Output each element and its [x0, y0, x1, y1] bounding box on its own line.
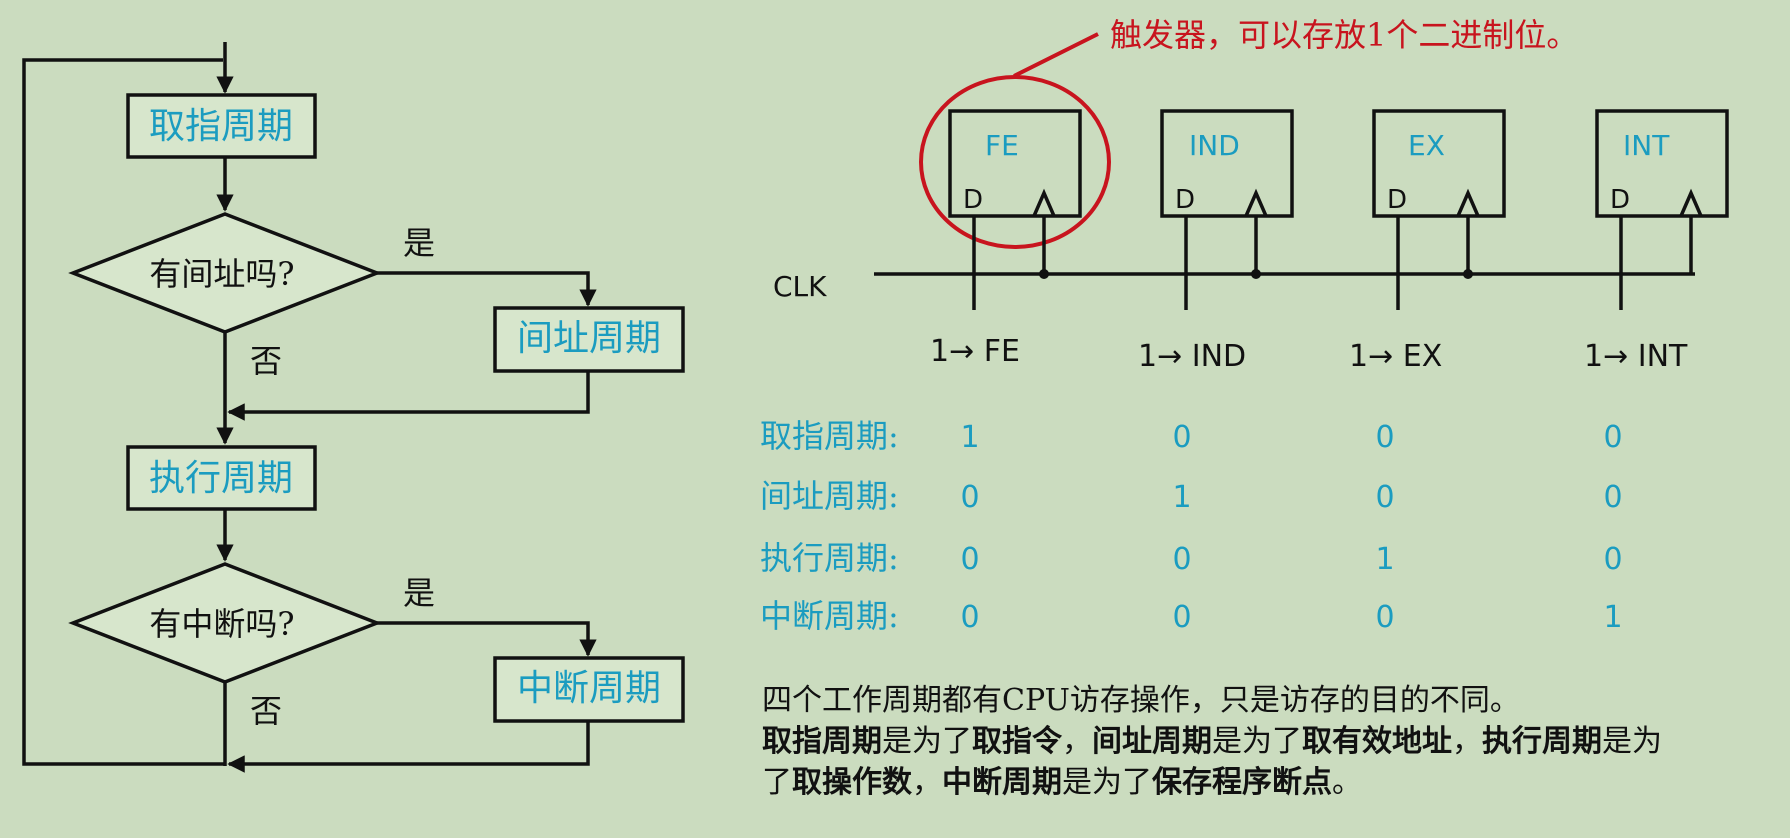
flipflop-ind-name: IND [1189, 129, 1240, 162]
indirect-return-arrow [227, 371, 590, 421]
set-label-int: 1→ INT [1584, 339, 1688, 374]
clk-label: CLK [773, 270, 827, 303]
note-emphasis: 中断周期 [942, 765, 1062, 800]
yes-branch-indirect [377, 271, 597, 307]
indirect-question: 有间址吗? [149, 255, 294, 293]
flipflop-ind: IND D [1160, 109, 1294, 310]
flipflop-fe-junction [1039, 269, 1049, 279]
set-label-fe: 1→ FE [930, 334, 1020, 369]
flipflop-ind-clock-triangle [1244, 188, 1268, 217]
note-emphasis: 取操作数 [792, 765, 912, 800]
flipflop-ex-clock-triangle [1456, 188, 1480, 217]
note-text: 是为了 [762, 724, 1662, 800]
note-text: ， [1062, 724, 1092, 759]
flipflop-int: INT D [1595, 109, 1729, 310]
flipflop-int-box [1595, 109, 1729, 218]
flipflop-int-d-input: D [1610, 185, 1630, 215]
note-emphasis: 取指周期 [762, 724, 882, 759]
no-label-interrupt: 否 [250, 692, 282, 730]
interrupt-cycle-label: 中断周期 [517, 668, 661, 709]
fetch-cycle-label: 取指周期 [149, 106, 293, 147]
flipflop-int-clock-triangle [1679, 188, 1703, 217]
note-text: ， [1452, 724, 1482, 759]
execute-cycle-box [126, 445, 317, 511]
set-label-ind: 1→ IND [1138, 339, 1246, 374]
flipflop-ex-d-input: D [1387, 185, 1407, 215]
state-cell: 0 [1172, 420, 1191, 455]
flipflop-ex-junction [1463, 269, 1473, 279]
flipflop-ind-box [1160, 109, 1294, 218]
state-cell: 0 [1603, 480, 1622, 515]
state-table: 取指周期: 1 0 0 0 间址周期: 0 1 0 0 执行周期: 0 0 1 … [760, 417, 1623, 635]
flowchart: 取指周期 有间址吗? 是 间址周期 否 执行周期 有中断吗? 是 中断周期 否 [22, 42, 685, 773]
interrupt-return-arrow [227, 721, 590, 773]
yes-branch-interrupt [377, 621, 597, 657]
note-line-1: 四个工作周期都有CPU访存操作，只是访存的目的不同。 [762, 683, 1520, 718]
state-row-indirect: 间址周期: 0 1 0 0 [760, 477, 1623, 515]
state-row-fetch: 取指周期: 1 0 0 0 [760, 417, 1623, 455]
flipflop-ind-d-input: D [1175, 185, 1195, 215]
indirect-cycle-label: 间址周期 [517, 318, 661, 359]
note-text: 。 [1332, 765, 1362, 800]
loop-back-connector [22, 58, 225, 766]
execute-cycle-label: 执行周期 [149, 458, 293, 499]
annotation-pointer [1013, 32, 1099, 78]
flipflop-fe-d-input: D [963, 185, 983, 215]
state-cell: 0 [1603, 420, 1622, 455]
flipflop-diagram: 触发器，可以存放1个二进制位。 CLK FE D IND D EX [773, 16, 1729, 374]
note-emphasis: 间址周期 [1092, 724, 1212, 759]
state-row-label: 执行周期: [760, 539, 899, 577]
note-emphasis: 取指令 [972, 724, 1062, 759]
state-cell: 1 [1375, 542, 1394, 577]
state-cell: 0 [960, 480, 979, 515]
flipflop-annotation: 触发器，可以存放1个二进制位。 [1110, 16, 1578, 54]
note-emphasis: 取有效地址 [1302, 724, 1452, 759]
note-text: 是为了 [1212, 724, 1302, 759]
state-row-label: 间址周期: [760, 477, 899, 515]
flipflop-ex: EX D [1372, 109, 1506, 310]
flipflop-ex-box [1372, 109, 1506, 218]
interrupt-question: 有中断吗? [149, 605, 294, 643]
set-label-ex: 1→ EX [1349, 339, 1442, 374]
state-cell: 0 [960, 542, 979, 577]
flipflop-int-name: INT [1623, 129, 1670, 162]
fetch-cycle-box [126, 93, 317, 159]
note-text: 是为了 [882, 724, 972, 759]
note-line-2: 取指周期是为了取指令，间址周期是为了取有效地址，执行周期是为了取操作数，中断周期… [762, 721, 1662, 803]
yes-label-interrupt: 是 [403, 574, 435, 612]
note-emphasis: 执行周期 [1482, 724, 1602, 759]
interrupt-cycle-box [493, 656, 685, 723]
state-cell: 0 [960, 600, 979, 635]
flipflop-fe-box [948, 109, 1082, 218]
state-cell: 0 [1172, 542, 1191, 577]
state-row-interrupt: 中断周期: 0 0 0 1 [760, 597, 1623, 635]
flipflop-ind-junction [1251, 269, 1261, 279]
flipflop-fe-clock-triangle [1032, 188, 1056, 217]
state-cell: 0 [1375, 480, 1394, 515]
yes-label-indirect: 是 [403, 224, 435, 262]
note-text: ， [912, 765, 942, 800]
state-cell: 1 [1603, 600, 1622, 635]
state-cell: 0 [1172, 600, 1191, 635]
state-cell: 1 [960, 420, 979, 455]
state-cell: 0 [1375, 420, 1394, 455]
flipflop-fe-name: FE [985, 129, 1019, 162]
note-emphasis: 保存程序断点 [1152, 765, 1332, 800]
state-row-execute: 执行周期: 0 0 1 0 [760, 539, 1623, 577]
state-cell: 0 [1375, 600, 1394, 635]
state-cell: 1 [1172, 480, 1191, 515]
flipflop-ex-name: EX [1408, 129, 1445, 162]
state-row-label: 取指周期: [760, 417, 899, 455]
no-label-indirect: 否 [250, 342, 282, 380]
flipflop-fe: FE D [948, 109, 1082, 310]
state-cell: 0 [1603, 542, 1622, 577]
explanation-note: 四个工作周期都有CPU访存操作，只是访存的目的不同。 取指周期是为了取指令，间址… [762, 680, 1662, 803]
note-text: 是为了 [1062, 765, 1152, 800]
state-row-label: 中断周期: [760, 597, 899, 635]
